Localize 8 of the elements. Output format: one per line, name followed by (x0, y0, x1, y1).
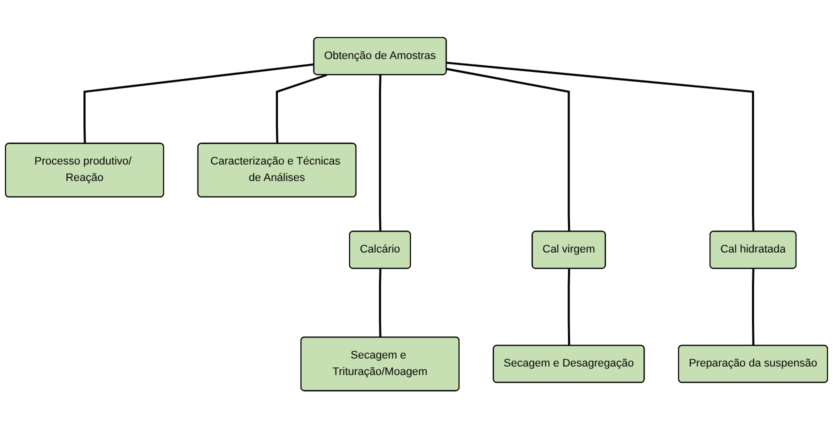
connector (752, 268, 754, 346)
connector (568, 268, 570, 346)
connector (84, 63, 314, 144)
connector (378, 74, 382, 232)
connector (276, 74, 328, 144)
connector (446, 62, 754, 232)
connector (446, 68, 570, 232)
connector (378, 268, 382, 338)
